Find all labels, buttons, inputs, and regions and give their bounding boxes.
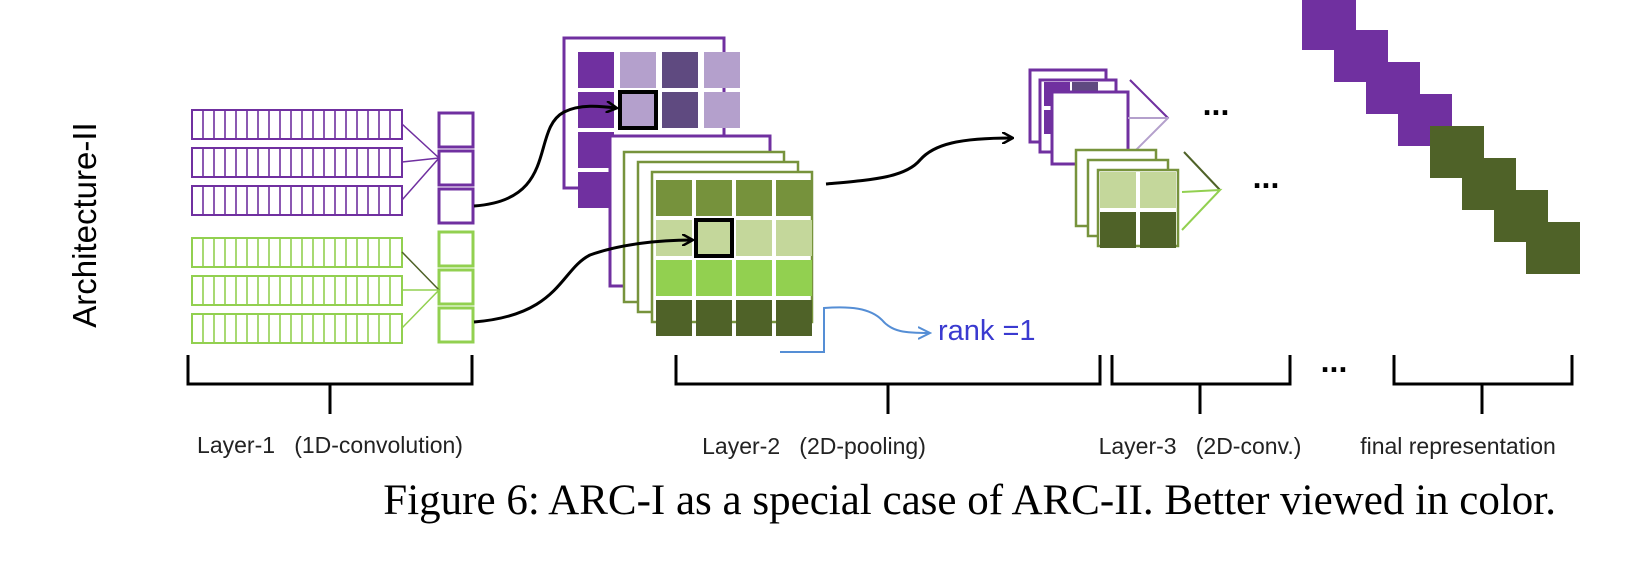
architecture-diagram: Architecture-II: [66, 0, 1580, 459]
bracket-layer3: [1110, 355, 1292, 414]
layer2-label: Layer-2 (2D-pooling): [702, 433, 926, 459]
rank-arrow: [780, 306, 930, 353]
final-label: final representation: [1360, 433, 1556, 459]
layer3-green-maps: [1074, 148, 1223, 248]
arrow-green-to-pool: [473, 240, 692, 324]
bracket-layer2: [674, 355, 1102, 414]
arrow-pool-to-conv: [825, 138, 1012, 186]
layer1-green-features: [401, 230, 475, 344]
ellipsis-brackets: ...: [1321, 343, 1348, 379]
layer1-purple-features: [401, 111, 475, 225]
rank-label: rank =1: [938, 315, 1036, 347]
caption-prefix: Figure 6: A: [383, 477, 580, 524]
arrow-purple-to-pool: [473, 106, 616, 208]
ellipsis-green: ...: [1253, 159, 1280, 195]
layer1-label: Layer-1 (1D-convolution): [197, 432, 463, 458]
caption-arc2: RC: [1042, 477, 1100, 524]
final-representation-squares: [1302, 0, 1580, 274]
architecture-label: Architecture-II: [66, 122, 103, 327]
bracket-layer1: [186, 355, 474, 414]
bracket-final: [1392, 355, 1574, 414]
layer3-purple-maps: [1028, 68, 1170, 166]
ellipsis-purple: ...: [1203, 86, 1230, 122]
layer1-green-strips: [191, 237, 403, 344]
layer2-green-stack: [622, 150, 814, 336]
layer1-purple-strips: [191, 109, 403, 216]
figure-caption: Figure 6: ARC-I as a special case of ARC…: [0, 476, 1648, 525]
caption-middle: -I as a special case of A: [636, 477, 1043, 524]
caption-suffix: -II. Better viewed in color.: [1099, 477, 1556, 524]
layer3-label: Layer-3 (2D-conv.): [1099, 433, 1302, 459]
caption-arc1: RC: [579, 477, 637, 524]
